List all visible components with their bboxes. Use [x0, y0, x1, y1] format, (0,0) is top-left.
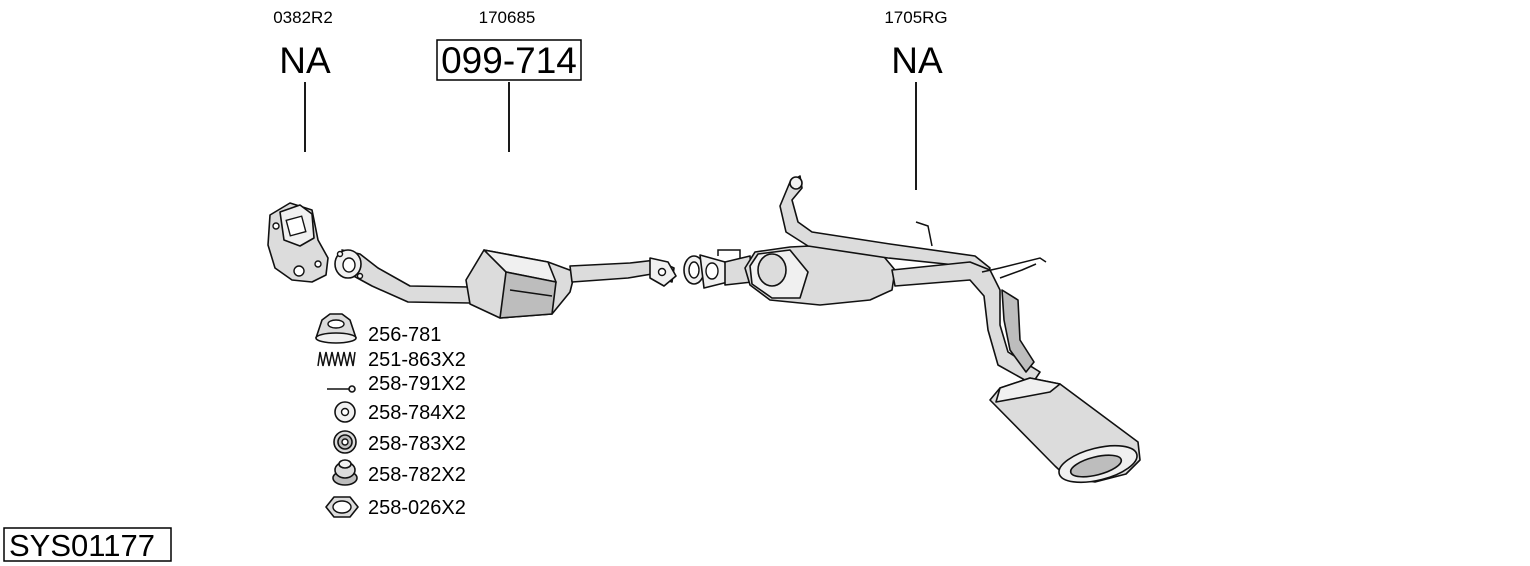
system-id: SYS01177: [9, 528, 155, 563]
hex-nut-icon: [325, 496, 359, 518]
front-pipe-part: [334, 249, 471, 304]
hardware-code: 251-863X2: [368, 349, 466, 371]
hardware-code: 258-782X2: [368, 464, 466, 486]
washer-icon: [334, 401, 356, 423]
part-label-catalyst: 099-714: [441, 40, 577, 81]
intermediate-pipe-part: [569, 257, 677, 287]
bolt-icon: [327, 385, 356, 393]
joint-flange-part: [683, 249, 741, 289]
part-label-manifold: NA: [279, 40, 331, 81]
ref-code-1705RG: 1705RG: [884, 8, 947, 27]
center-muffler-part: [724, 243, 896, 306]
ref-code-170685: 170685: [479, 8, 536, 27]
rubber-hanger-icon: [332, 459, 358, 486]
system-id-box: [3, 527, 172, 562]
ref-code-0382R2: 0382R2: [273, 8, 333, 27]
part-label-box: [436, 39, 582, 81]
hardware-code: 256-781: [368, 324, 441, 346]
catalytic-converter-part: [465, 249, 576, 319]
rear-pipe-part: [891, 257, 1047, 385]
hardware-code: 258-791X2: [368, 373, 466, 395]
gasket-ring-icon: [315, 313, 357, 344]
rear-muffler-part: [989, 377, 1141, 484]
spring-icon: [317, 351, 356, 367]
part-label-rear-section: NA: [891, 40, 943, 81]
exhaust-manifold-part: [267, 202, 329, 283]
hardware-code: 258-784X2: [368, 402, 466, 424]
hardware-code: 258-783X2: [368, 433, 466, 455]
hardware-code: 258-026X2: [368, 497, 466, 519]
upper-pipe-part: [779, 175, 991, 279]
rubber-mount-icon: [333, 430, 357, 454]
